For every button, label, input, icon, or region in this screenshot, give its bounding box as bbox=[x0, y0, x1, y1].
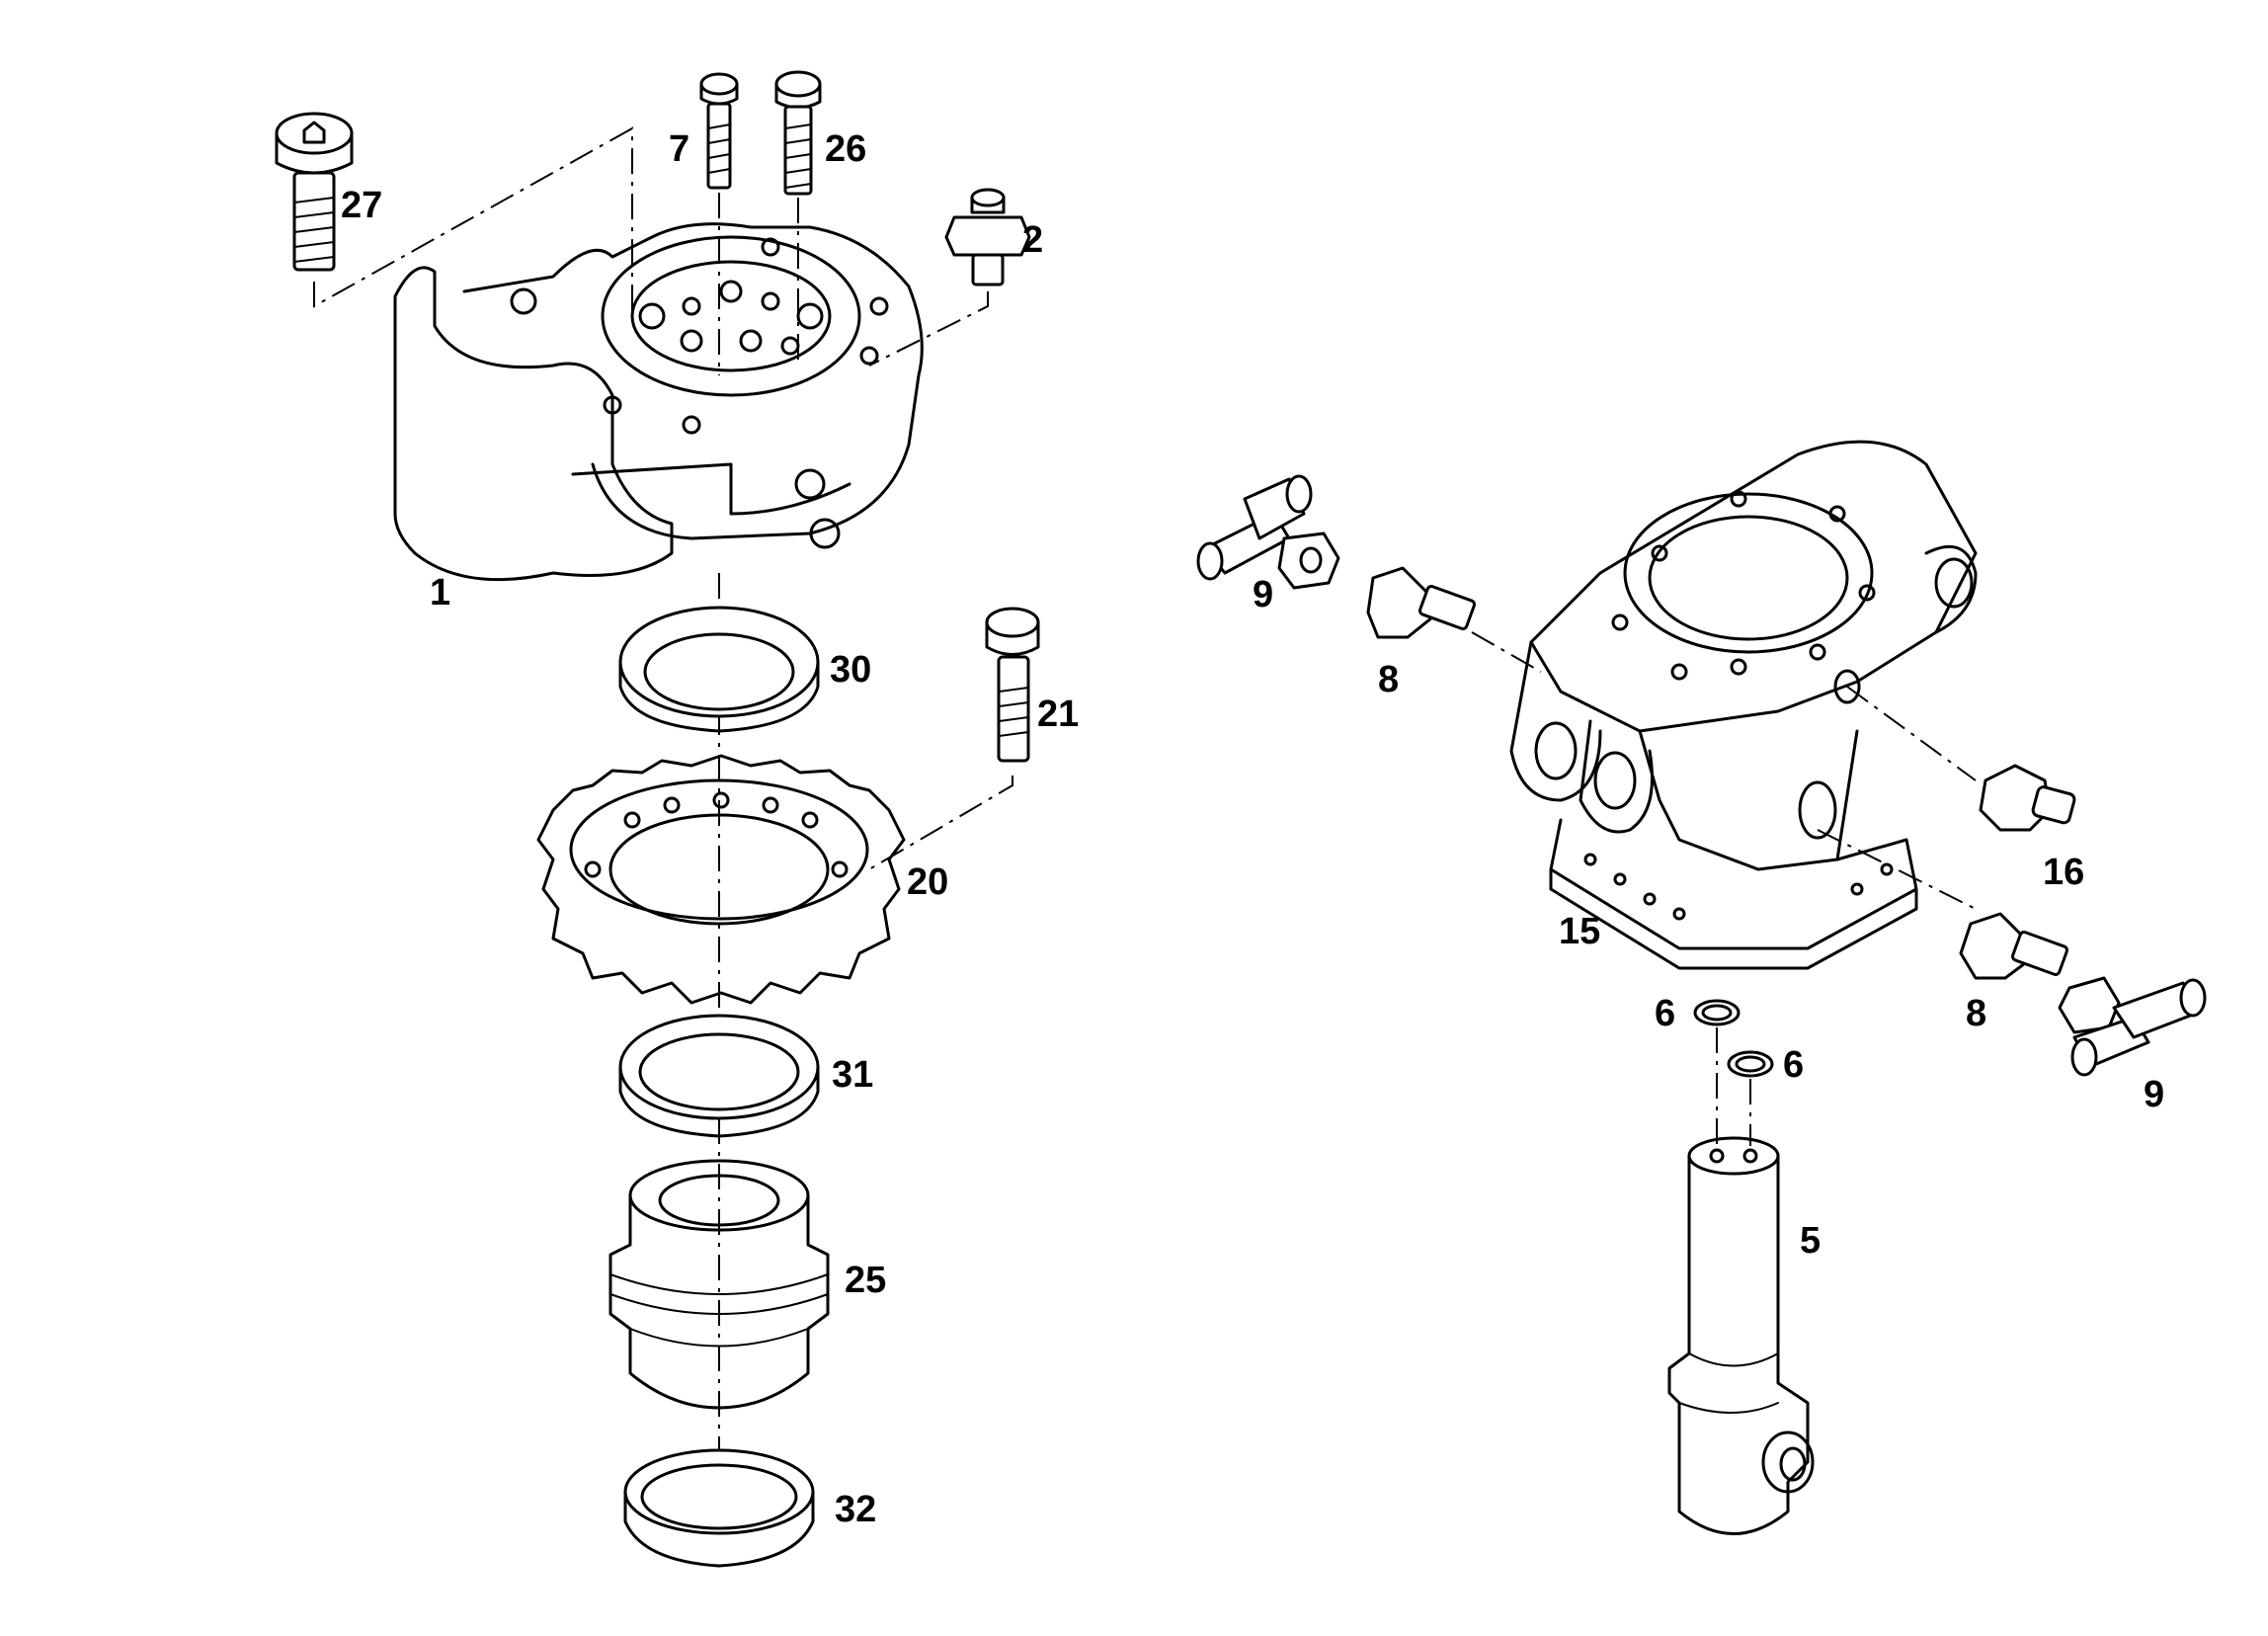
callout-16: 16 bbox=[2043, 852, 2084, 893]
callout-8-lower: 8 bbox=[1966, 993, 1986, 1034]
part-1-housing bbox=[393, 222, 924, 582]
part-20-gear bbox=[536, 754, 906, 1005]
leader-8-lower bbox=[1817, 829, 1977, 910]
callout-2: 2 bbox=[1022, 219, 1043, 261]
callout-6-upper: 6 bbox=[1655, 993, 1675, 1034]
part-15-swivel-body bbox=[1509, 440, 1978, 970]
leader-21 bbox=[868, 776, 1013, 870]
part-9-tee-fitting-lower bbox=[2058, 976, 2207, 1077]
leader-27 bbox=[313, 126, 633, 326]
part-32-ring bbox=[623, 1448, 815, 1568]
callout-25: 25 bbox=[845, 1260, 886, 1301]
leader-16 bbox=[1846, 686, 1977, 781]
callout-5: 5 bbox=[1800, 1220, 1821, 1262]
part-6-o-ring-upper bbox=[1693, 999, 1741, 1026]
callout-21: 21 bbox=[1037, 694, 1079, 735]
part-8-connector-upper bbox=[1366, 566, 1476, 639]
part-9-tee-fitting-upper bbox=[1196, 474, 1340, 590]
callout-27: 27 bbox=[341, 185, 382, 226]
part-6-o-ring-lower bbox=[1727, 1050, 1774, 1078]
part-8-connector-lower bbox=[1959, 912, 2068, 980]
part-5-pivot-pin bbox=[1667, 1136, 1815, 1535]
part-16-grease-nipple bbox=[1979, 764, 2076, 832]
part-31-ring bbox=[618, 1014, 820, 1138]
leader-2 bbox=[868, 291, 989, 367]
part-7-bolt bbox=[699, 72, 739, 190]
part-26-bolt bbox=[774, 70, 822, 196]
callout-32: 32 bbox=[835, 1489, 876, 1530]
part-27-bolt bbox=[275, 112, 354, 272]
callout-1: 1 bbox=[430, 572, 450, 614]
callout-15: 15 bbox=[1559, 911, 1600, 952]
callout-20: 20 bbox=[907, 861, 948, 903]
callout-30: 30 bbox=[830, 649, 871, 691]
callout-8-upper: 8 bbox=[1378, 659, 1399, 700]
part-25-bushing bbox=[608, 1159, 830, 1410]
callout-31: 31 bbox=[832, 1054, 873, 1096]
part-21-bolt bbox=[985, 607, 1040, 763]
callout-9-lower: 9 bbox=[2144, 1074, 2164, 1115]
callout-26: 26 bbox=[825, 128, 866, 170]
part-2-grease-nipple bbox=[944, 188, 1031, 286]
callout-6-lower: 6 bbox=[1783, 1044, 1804, 1086]
leader-8-upper bbox=[1471, 631, 1542, 673]
part-30-ring bbox=[618, 606, 820, 733]
callout-7: 7 bbox=[669, 128, 689, 170]
callout-9-upper: 9 bbox=[1253, 574, 1273, 615]
